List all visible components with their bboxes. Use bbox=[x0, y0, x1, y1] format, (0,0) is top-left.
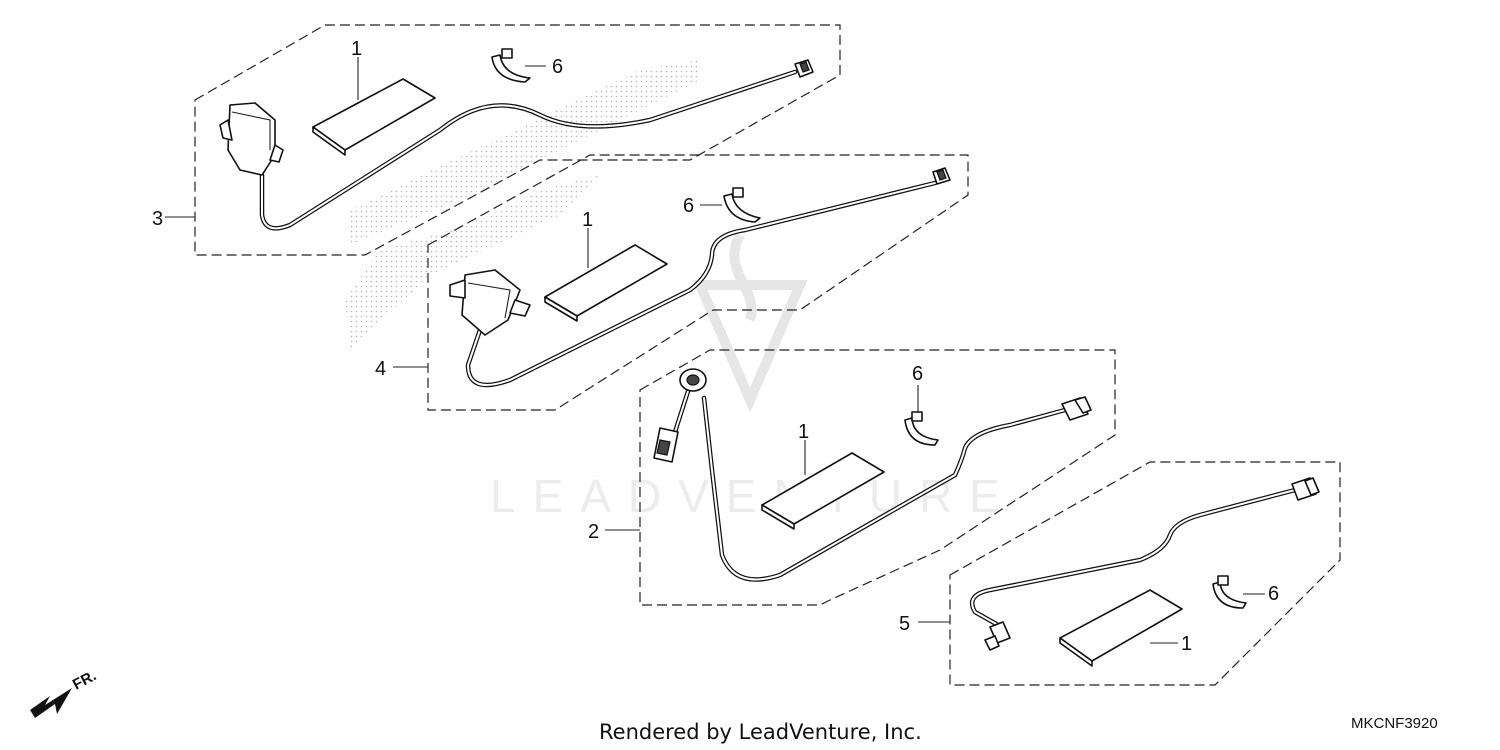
kit-2-outline bbox=[639, 349, 1116, 606]
kit-2-clip bbox=[904, 411, 939, 446]
kit-3-group bbox=[165, 24, 841, 256]
kit-3-clip bbox=[491, 48, 531, 83]
callout-kit-3: 3 bbox=[152, 208, 163, 230]
kit-5-group bbox=[918, 461, 1341, 686]
callout-pad-a: 1 bbox=[351, 38, 362, 60]
kit-4-group bbox=[393, 154, 969, 411]
kit-4-pad bbox=[544, 244, 668, 317]
kit-5-sensor bbox=[984, 621, 1011, 651]
kit-5-plug bbox=[1291, 477, 1320, 501]
kit-3-outline bbox=[194, 24, 841, 256]
front-direction-label: FR. bbox=[70, 667, 99, 693]
callout-pad-c: 1 bbox=[798, 421, 809, 443]
kit-2-plug-left bbox=[653, 427, 679, 463]
drawing-code: MKCNF3920 bbox=[1351, 715, 1438, 732]
stipple-shadow bbox=[345, 60, 700, 350]
kit-5-outline bbox=[949, 461, 1341, 686]
callout-clip-a: 6 bbox=[552, 56, 563, 78]
watermark-text: LEADVENTURE bbox=[490, 470, 1017, 522]
render-credit: Rendered by LeadVenture, Inc. bbox=[599, 720, 922, 744]
callout-kit-5: 5 bbox=[899, 613, 910, 635]
watermark-logo bbox=[692, 232, 808, 413]
kit-4-module bbox=[449, 269, 531, 336]
kit-4-clip bbox=[723, 187, 761, 223]
callout-clip-c: 6 bbox=[912, 363, 923, 385]
kit-3-connector bbox=[794, 59, 814, 78]
callout-clip-b: 6 bbox=[683, 195, 694, 217]
kit-3-module bbox=[219, 102, 284, 176]
front-direction-arrow: FR. bbox=[30, 667, 99, 718]
callout-kit-2: 2 bbox=[588, 521, 599, 543]
kit-4-connector bbox=[932, 167, 951, 185]
kit-2-grommet bbox=[679, 368, 707, 392]
kit-5-clip bbox=[1212, 575, 1247, 609]
callout-kit-4: 4 bbox=[375, 358, 386, 380]
kit-2-plug-right bbox=[1061, 396, 1092, 421]
callout-pad-b: 1 bbox=[582, 209, 593, 231]
callout-pad-d: 1 bbox=[1181, 633, 1192, 655]
callout-clip-d: 6 bbox=[1268, 583, 1279, 605]
kit-2-group bbox=[605, 349, 1116, 606]
